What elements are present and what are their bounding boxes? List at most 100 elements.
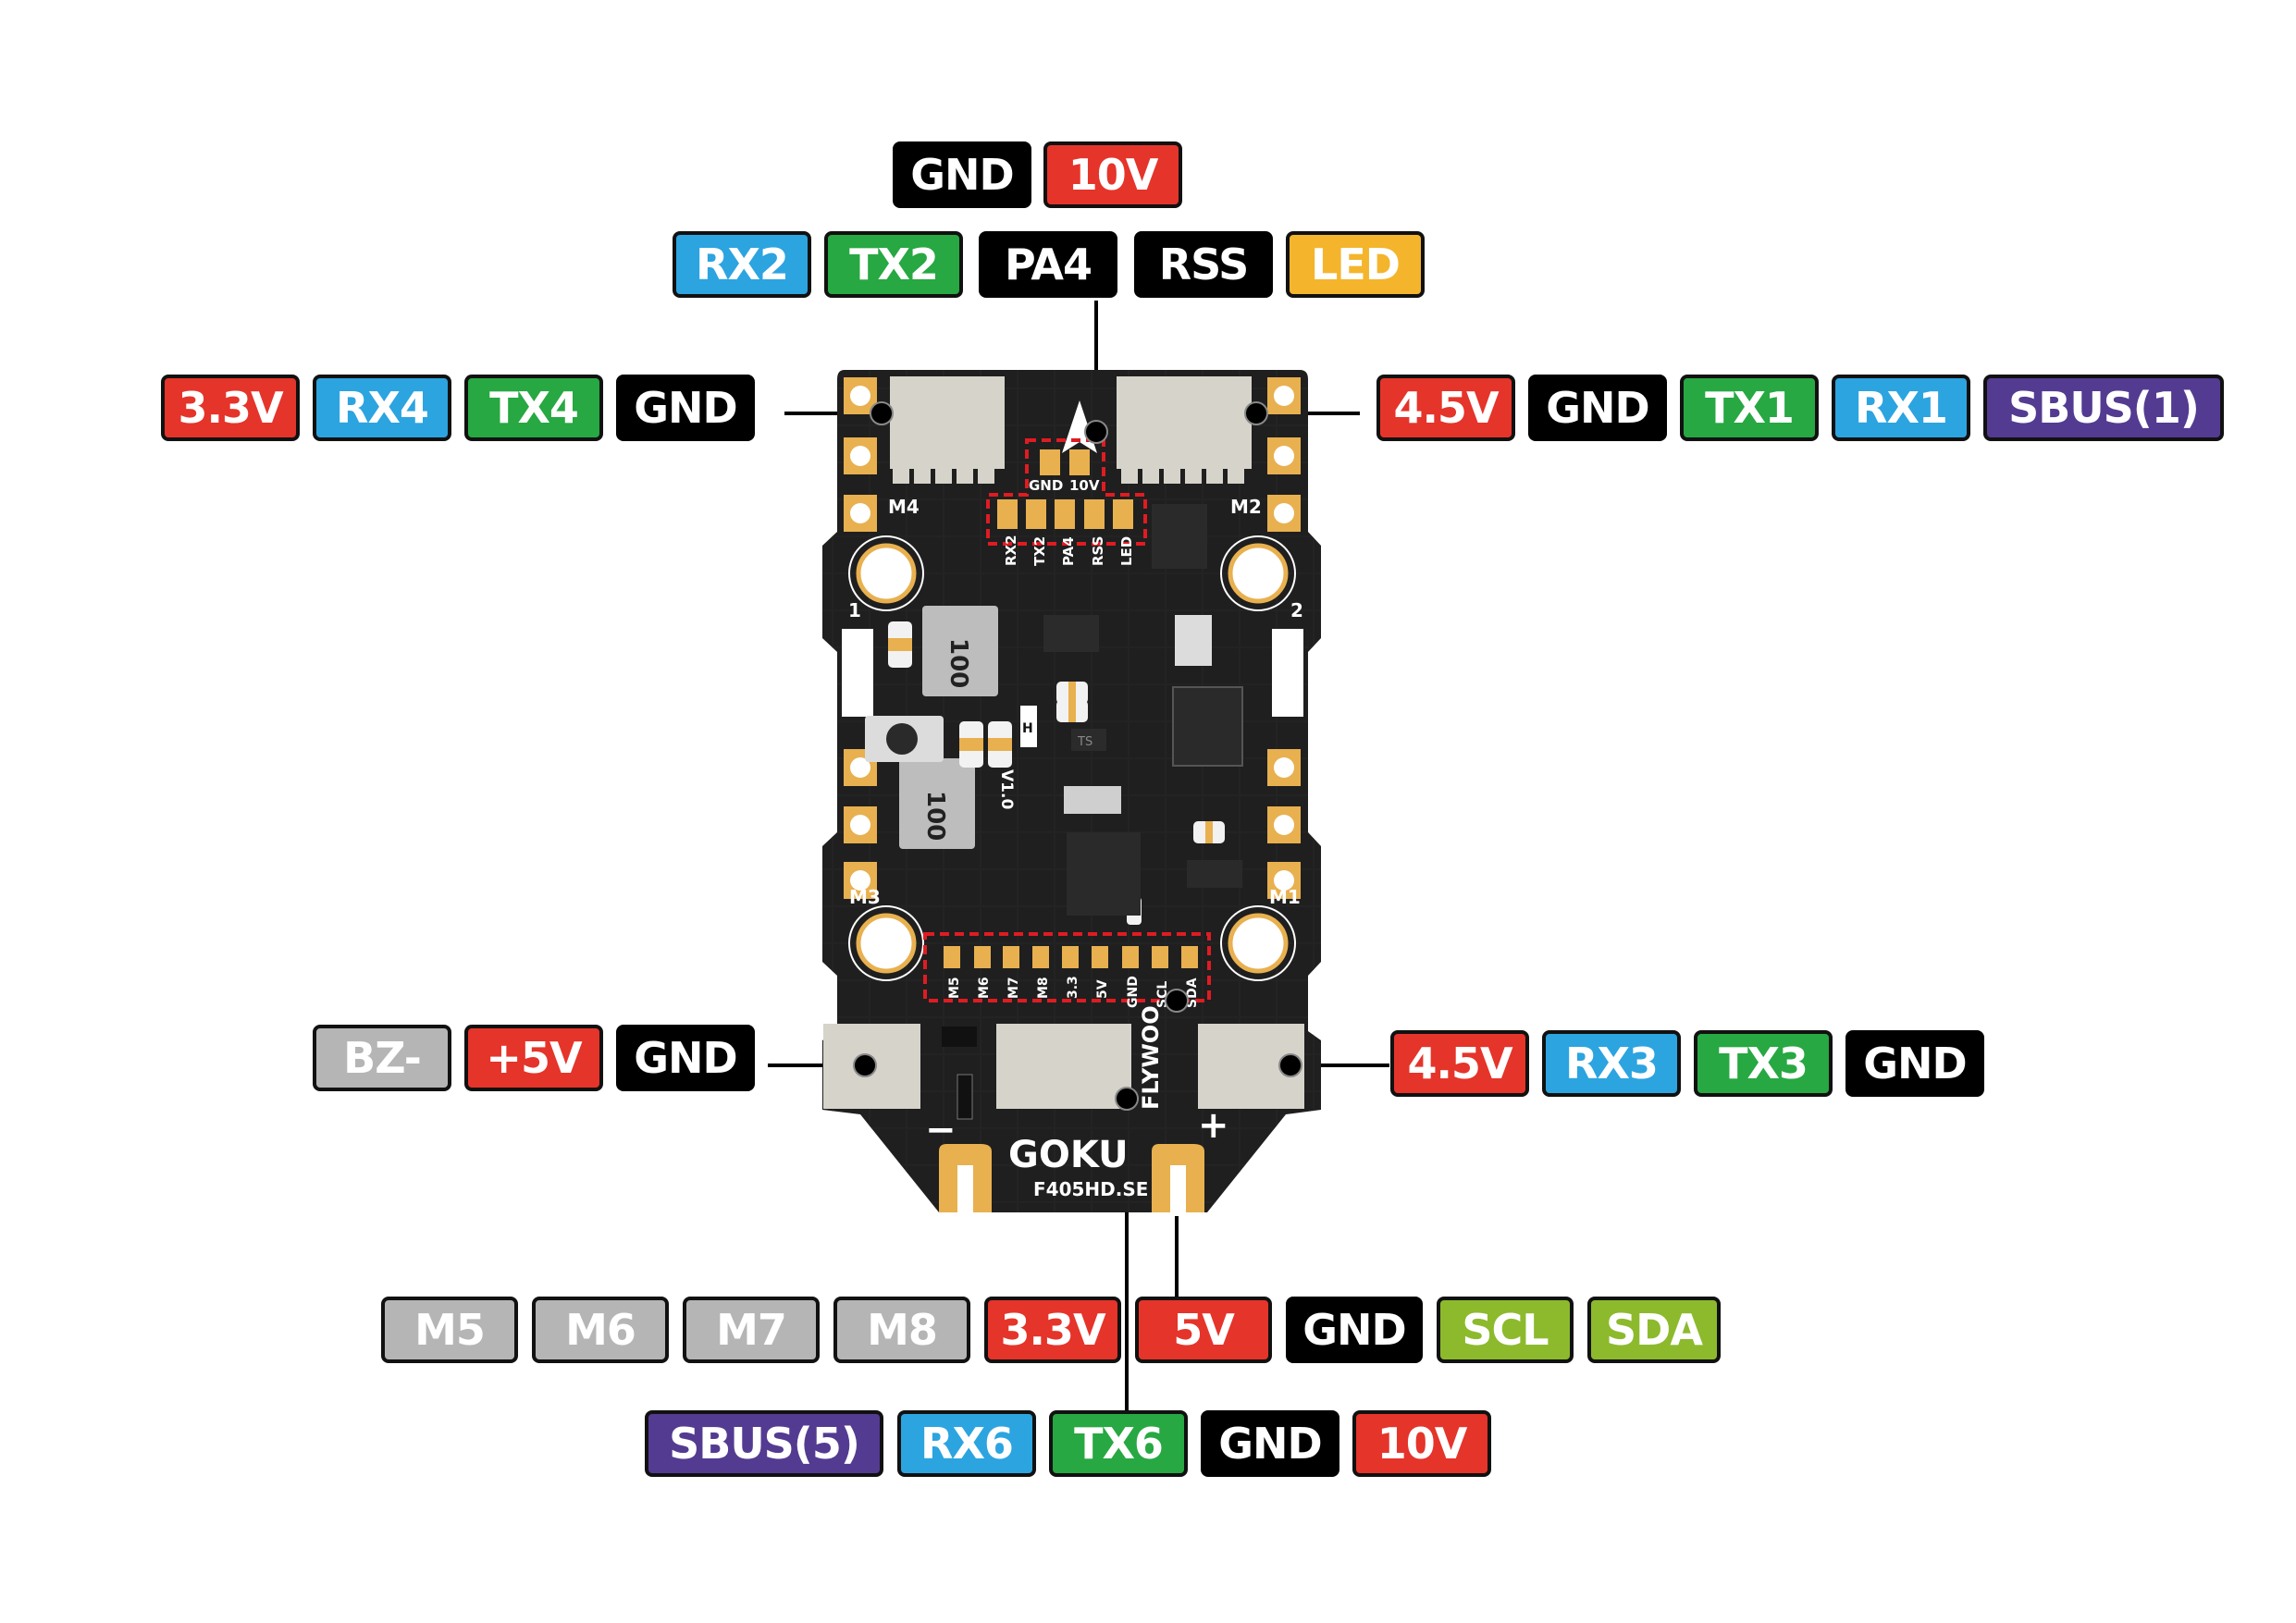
svg-text:100: 100 bbox=[944, 638, 972, 688]
mosfet bbox=[1152, 504, 1207, 569]
model-label: F405HD.SE bbox=[1033, 1178, 1148, 1200]
label-gnd: GND bbox=[1286, 1297, 1423, 1363]
svg-text:5V: 5V bbox=[1095, 979, 1110, 999]
svg-text:M8: M8 bbox=[1036, 977, 1051, 999]
anchor-dot-uart6 bbox=[1115, 1087, 1139, 1111]
label-m7: M7 bbox=[683, 1297, 820, 1363]
motor-label-m1: M1 bbox=[1269, 886, 1301, 908]
anchor-dot-uart1 bbox=[1244, 401, 1268, 425]
label-gnd: GND bbox=[893, 141, 1031, 208]
svg-text:M7: M7 bbox=[1006, 977, 1021, 999]
leader-line-uart3 bbox=[1286, 1064, 1389, 1067]
uart6-connector bbox=[996, 1024, 1131, 1109]
highlight-box-top bbox=[986, 438, 1147, 546]
label-rx4: RX4 bbox=[313, 375, 451, 441]
svg-text:SDA: SDA bbox=[1185, 977, 1200, 1008]
anchor-dot-top bbox=[1084, 420, 1108, 444]
label-10v: 10V bbox=[1043, 141, 1182, 208]
pad-label-pa4: PA4 bbox=[1060, 536, 1077, 566]
leader-line-uart1 bbox=[1258, 412, 1360, 415]
label-3v3: 3.3V bbox=[161, 375, 300, 441]
label-tx3: TX3 bbox=[1694, 1030, 1833, 1097]
anchor-dot-uart3 bbox=[1278, 1053, 1302, 1077]
svg-text:M5: M5 bbox=[947, 977, 962, 999]
leader-line-top bbox=[1094, 301, 1098, 432]
label-sbus1: SBUS(1) bbox=[1983, 375, 2224, 441]
crystal bbox=[1175, 615, 1212, 666]
svg-text:100: 100 bbox=[921, 791, 949, 841]
plus-sign: + bbox=[1198, 1104, 1229, 1147]
mounting-holes bbox=[848, 535, 1296, 981]
label-tx4: TX4 bbox=[464, 375, 603, 441]
gyro-chip bbox=[1172, 686, 1243, 767]
label-scl: SCL bbox=[1437, 1297, 1574, 1363]
top-solder-pads bbox=[997, 449, 1133, 529]
highlight-box-bottom bbox=[923, 932, 1211, 1002]
leader-line-uart4 bbox=[784, 412, 882, 415]
label-m5: M5 bbox=[381, 1297, 518, 1363]
label-rx3: RX3 bbox=[1542, 1030, 1681, 1097]
regulator-chip bbox=[1043, 615, 1099, 652]
mount-number-2: 2 bbox=[1290, 599, 1303, 621]
label-tx1: TX1 bbox=[1680, 375, 1819, 441]
label-3v3: 3.3V bbox=[984, 1297, 1121, 1363]
goku-logo: GOKU bbox=[1008, 1134, 1129, 1176]
label-10v: 10V bbox=[1352, 1410, 1491, 1477]
label-rss: RSS bbox=[1134, 231, 1273, 298]
label-m8: M8 bbox=[833, 1297, 970, 1363]
label-sbus5: SBUS(5) bbox=[645, 1410, 883, 1477]
label-rx2: RX2 bbox=[673, 231, 811, 298]
pad-label-tx2: TX2 bbox=[1031, 536, 1048, 566]
label-gnd: GND bbox=[616, 1025, 755, 1091]
pad-label-rx2: RX2 bbox=[1003, 535, 1019, 566]
label-tx6: TX6 bbox=[1049, 1410, 1188, 1477]
ldo bbox=[1187, 860, 1242, 888]
label-gnd: GND bbox=[1845, 1030, 1984, 1097]
anchor-dot-bottom-pads bbox=[1165, 989, 1189, 1013]
label-rx1: RX1 bbox=[1832, 375, 1970, 441]
battery-pad-negative bbox=[939, 1144, 992, 1212]
inductor-1: 100 bbox=[922, 606, 998, 696]
label-4v5: 4.5V bbox=[1390, 1030, 1529, 1097]
svg-text:GND: GND bbox=[1126, 976, 1141, 1008]
version-label: V1.0 bbox=[997, 769, 1016, 809]
label-bz-minus: BZ- bbox=[313, 1025, 451, 1091]
pad-label-gnd: GND bbox=[1029, 477, 1063, 494]
battery-pad-positive bbox=[1152, 1144, 1204, 1212]
motor-pads-right bbox=[1267, 377, 1301, 899]
label-sda: SDA bbox=[1587, 1297, 1721, 1363]
minus-sign: − bbox=[925, 1109, 957, 1151]
label-gnd: GND bbox=[1528, 375, 1667, 441]
label-led: LED bbox=[1286, 231, 1425, 298]
label-5v: 5V bbox=[1135, 1297, 1272, 1363]
diode-chip bbox=[1071, 729, 1106, 751]
fuse bbox=[1020, 706, 1037, 747]
motor-label-m2: M2 bbox=[1230, 496, 1262, 518]
inductor-2: 100 bbox=[899, 758, 975, 849]
motor-label-m3: M3 bbox=[849, 886, 881, 908]
label-4v5: 4.5V bbox=[1376, 375, 1515, 441]
leader-line-uart6 bbox=[1125, 1100, 1129, 1410]
uart1-connector bbox=[1117, 376, 1252, 469]
label-gnd: GND bbox=[1201, 1410, 1339, 1477]
mount-number-1: 1 bbox=[848, 599, 861, 621]
label-pa4: PA4 bbox=[979, 231, 1117, 298]
label-m6: M6 bbox=[532, 1297, 669, 1363]
pad-label-led: LED bbox=[1118, 536, 1135, 566]
leader-line-buzzer bbox=[768, 1064, 874, 1067]
svg-text:H: H bbox=[1022, 721, 1033, 736]
pad-label-rss: RSS bbox=[1090, 536, 1106, 566]
svg-text:TS: TS bbox=[1077, 735, 1092, 749]
anchor-dot-buzzer bbox=[853, 1053, 877, 1077]
uart4-connector bbox=[890, 376, 1005, 469]
label-gnd: GND bbox=[616, 375, 755, 441]
svg-text:3.3: 3.3 bbox=[1066, 976, 1080, 999]
svg-text:M6: M6 bbox=[977, 977, 992, 999]
brand-label: FLYWOO bbox=[1138, 1005, 1164, 1110]
pad-label-10v: 10V bbox=[1069, 477, 1100, 494]
mcu-chip bbox=[1067, 832, 1141, 916]
label-plus-5v: +5V bbox=[464, 1025, 603, 1091]
bottom-solder-pads bbox=[944, 946, 1198, 968]
label-rx6: RX6 bbox=[897, 1410, 1036, 1477]
